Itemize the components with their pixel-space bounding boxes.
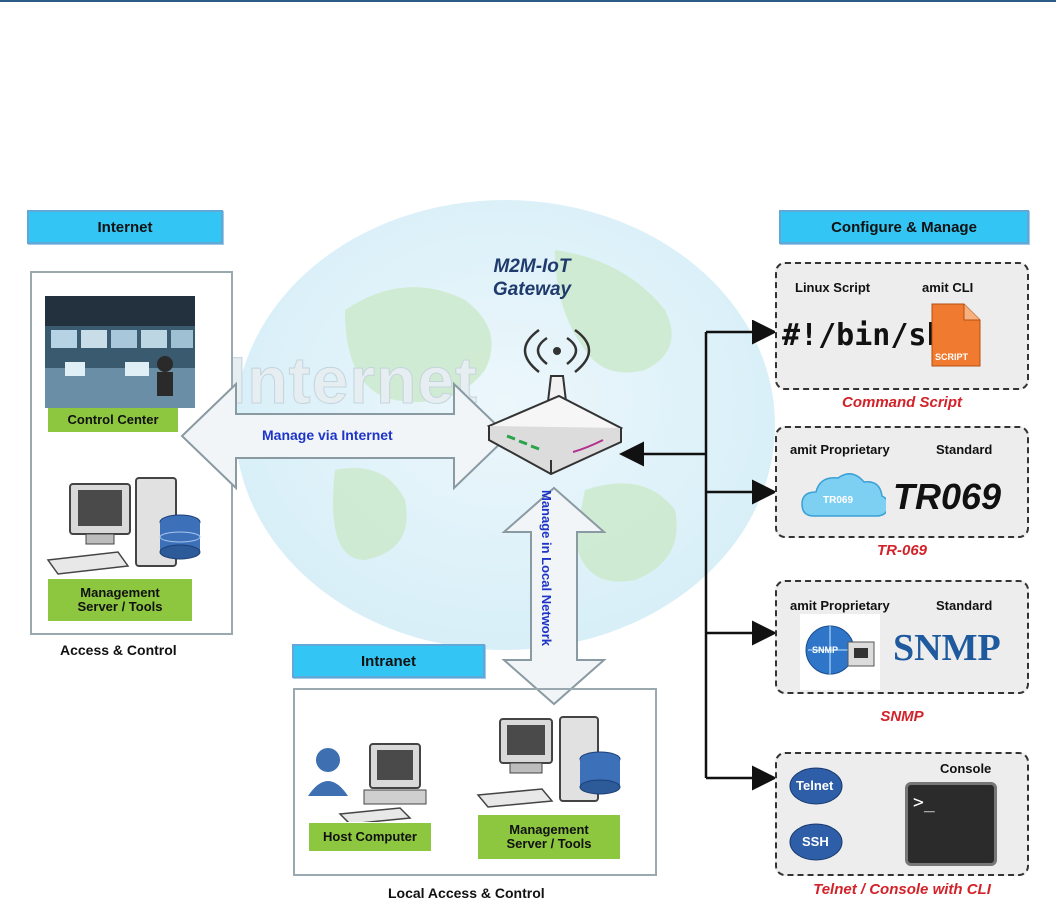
management-label-line1: Management bbox=[80, 585, 160, 600]
snmp-globe-icon bbox=[800, 614, 880, 690]
telnet-badge: Telnet bbox=[796, 778, 834, 793]
snmp-standard-label: Standard bbox=[936, 598, 993, 613]
amit-cli-label: amit CLI bbox=[922, 280, 974, 295]
snmp-globe-text: SNMP bbox=[812, 645, 839, 655]
intranet-management-line2: Server / Tools bbox=[506, 836, 592, 851]
gateway-title: M2M-IoT Gateway bbox=[472, 255, 592, 301]
intranet-management-label: Management Server / Tools bbox=[478, 815, 620, 859]
bin-sh-text: #!/bin/sh bbox=[782, 318, 945, 353]
telnet-ssh-icons bbox=[789, 767, 843, 861]
manage-local-text: Manage in Local Network bbox=[539, 490, 554, 647]
access-control-caption: Access & Control bbox=[60, 642, 177, 658]
local-access-caption: Local Access & Control bbox=[388, 885, 545, 901]
telnet-caption: Telnet / Console with CLI bbox=[813, 881, 991, 898]
tr069-cloud-icon bbox=[801, 473, 886, 517]
host-computer-icon bbox=[308, 743, 427, 822]
snmp-logo-text: SNMP bbox=[893, 627, 1001, 669]
intranet-management-server-icon bbox=[476, 716, 621, 808]
host-computer-label: Host Computer bbox=[309, 823, 431, 851]
snmp-caption: SNMP bbox=[880, 708, 924, 725]
console-label: Console bbox=[940, 761, 992, 776]
intranet-management-line1: Management bbox=[509, 822, 589, 837]
gateway-title-line1: M2M-IoT bbox=[493, 256, 571, 277]
control-center-label: Control Center bbox=[48, 408, 178, 432]
management-label-line2: Server / Tools bbox=[77, 599, 163, 614]
tr069-card bbox=[775, 426, 1029, 538]
intranet-panel bbox=[293, 688, 657, 876]
snmp-proprietary-label: amit Proprietary bbox=[790, 598, 890, 613]
manage-internet-text: Manage via Internet bbox=[262, 427, 393, 443]
script-file-icon bbox=[931, 303, 981, 367]
internet-header: Internet bbox=[27, 210, 223, 244]
configure-manage-header: Configure & Manage bbox=[779, 210, 1029, 244]
ssh-badge: SSH bbox=[802, 834, 829, 849]
management-server-label: Management Server / Tools bbox=[48, 579, 192, 621]
connector-lines bbox=[619, 320, 777, 791]
console-prompt: >_ bbox=[913, 792, 935, 813]
internet-watermark-text: Internet bbox=[227, 343, 479, 418]
script-badge-text: SCRIPT bbox=[935, 352, 969, 362]
tr069-standard-label: Standard bbox=[936, 442, 993, 457]
gateway-router-icon bbox=[486, 328, 624, 476]
console-terminal-icon bbox=[905, 782, 997, 866]
top-rule bbox=[0, 0, 1056, 2]
management-server-icon bbox=[46, 477, 201, 575]
tr069-proprietary-label: amit Proprietary bbox=[790, 442, 890, 457]
tr069-cloud-text: TR069 bbox=[823, 495, 854, 506]
command-script-caption: Command Script bbox=[841, 394, 962, 411]
tr069-logo-text: TR069 bbox=[893, 476, 1002, 517]
intranet-header: Intranet bbox=[292, 644, 485, 678]
command-script-card bbox=[775, 262, 1029, 390]
gateway-title-line2: Gateway bbox=[492, 279, 572, 300]
local-double-arrow bbox=[501, 486, 607, 706]
linux-script-label: Linux Script bbox=[795, 280, 871, 295]
tr069-caption: TR-069 bbox=[876, 542, 928, 559]
control-center-photo bbox=[45, 296, 195, 408]
